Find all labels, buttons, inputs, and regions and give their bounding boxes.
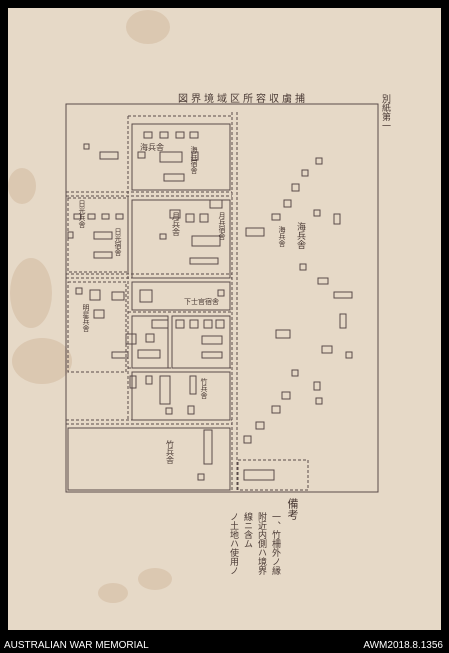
west-compound — [131, 199, 231, 279]
label-south-annex: 竹兵舎 — [200, 377, 208, 400]
notes-heading: 備考 — [286, 498, 299, 520]
notes-line: ノ土地ハ使用ノ — [228, 512, 238, 575]
stain — [98, 583, 128, 603]
institution-name: AUSTRALIAN WAR MEMORIAL — [4, 640, 149, 651]
stain — [126, 10, 170, 44]
label-west-camp: 月兵舎 — [172, 212, 181, 237]
label-south-camp: 竹兵舎 — [166, 439, 175, 465]
outer-boundary — [65, 103, 379, 493]
label-north-annex: 海兵宿舎 — [190, 145, 198, 175]
map-sheet — [8, 8, 441, 630]
sw-compound — [67, 281, 127, 373]
label-sw-camp: 明星兵舎 — [82, 304, 90, 333]
notes-line: 附近内側ハ境界 — [256, 512, 266, 575]
label-mid-annex: 日光宿舎 — [114, 228, 122, 257]
label-officer-quarters: 下士官宿舎 — [184, 297, 219, 306]
label-east-annex: 海兵舎 — [278, 225, 286, 248]
inner-compound-b — [171, 315, 231, 369]
label-west-annex: 月兵宿舎 — [218, 212, 226, 241]
se-compound — [237, 459, 309, 491]
south-annex-compound — [131, 371, 231, 421]
south-compound — [67, 427, 231, 491]
notes-line: 一、竹柵外ノ縁 — [270, 512, 280, 575]
stain — [138, 568, 172, 590]
notes-line: 線ニ含ム — [242, 512, 252, 548]
stain — [12, 338, 72, 384]
footer-bar: AUSTRALIAN WAR MEMORIAL AWM2018.8.1356 — [0, 638, 449, 653]
stain — [8, 168, 36, 204]
corner-note: 別紙第一 — [380, 94, 390, 130]
accession-number: AWM2018.8.1356 — [363, 640, 443, 651]
stain — [10, 258, 52, 328]
north-compound — [131, 123, 231, 191]
label-mid-camp: 日光兵舎 — [78, 200, 86, 229]
label-north-camp: 海兵舎 — [140, 142, 164, 152]
map-title: 捕虜収容所区域境界図 — [178, 94, 308, 105]
label-east-camp: 海兵舎 — [295, 221, 306, 250]
buildings — [67, 131, 353, 481]
officer-area — [131, 281, 231, 311]
